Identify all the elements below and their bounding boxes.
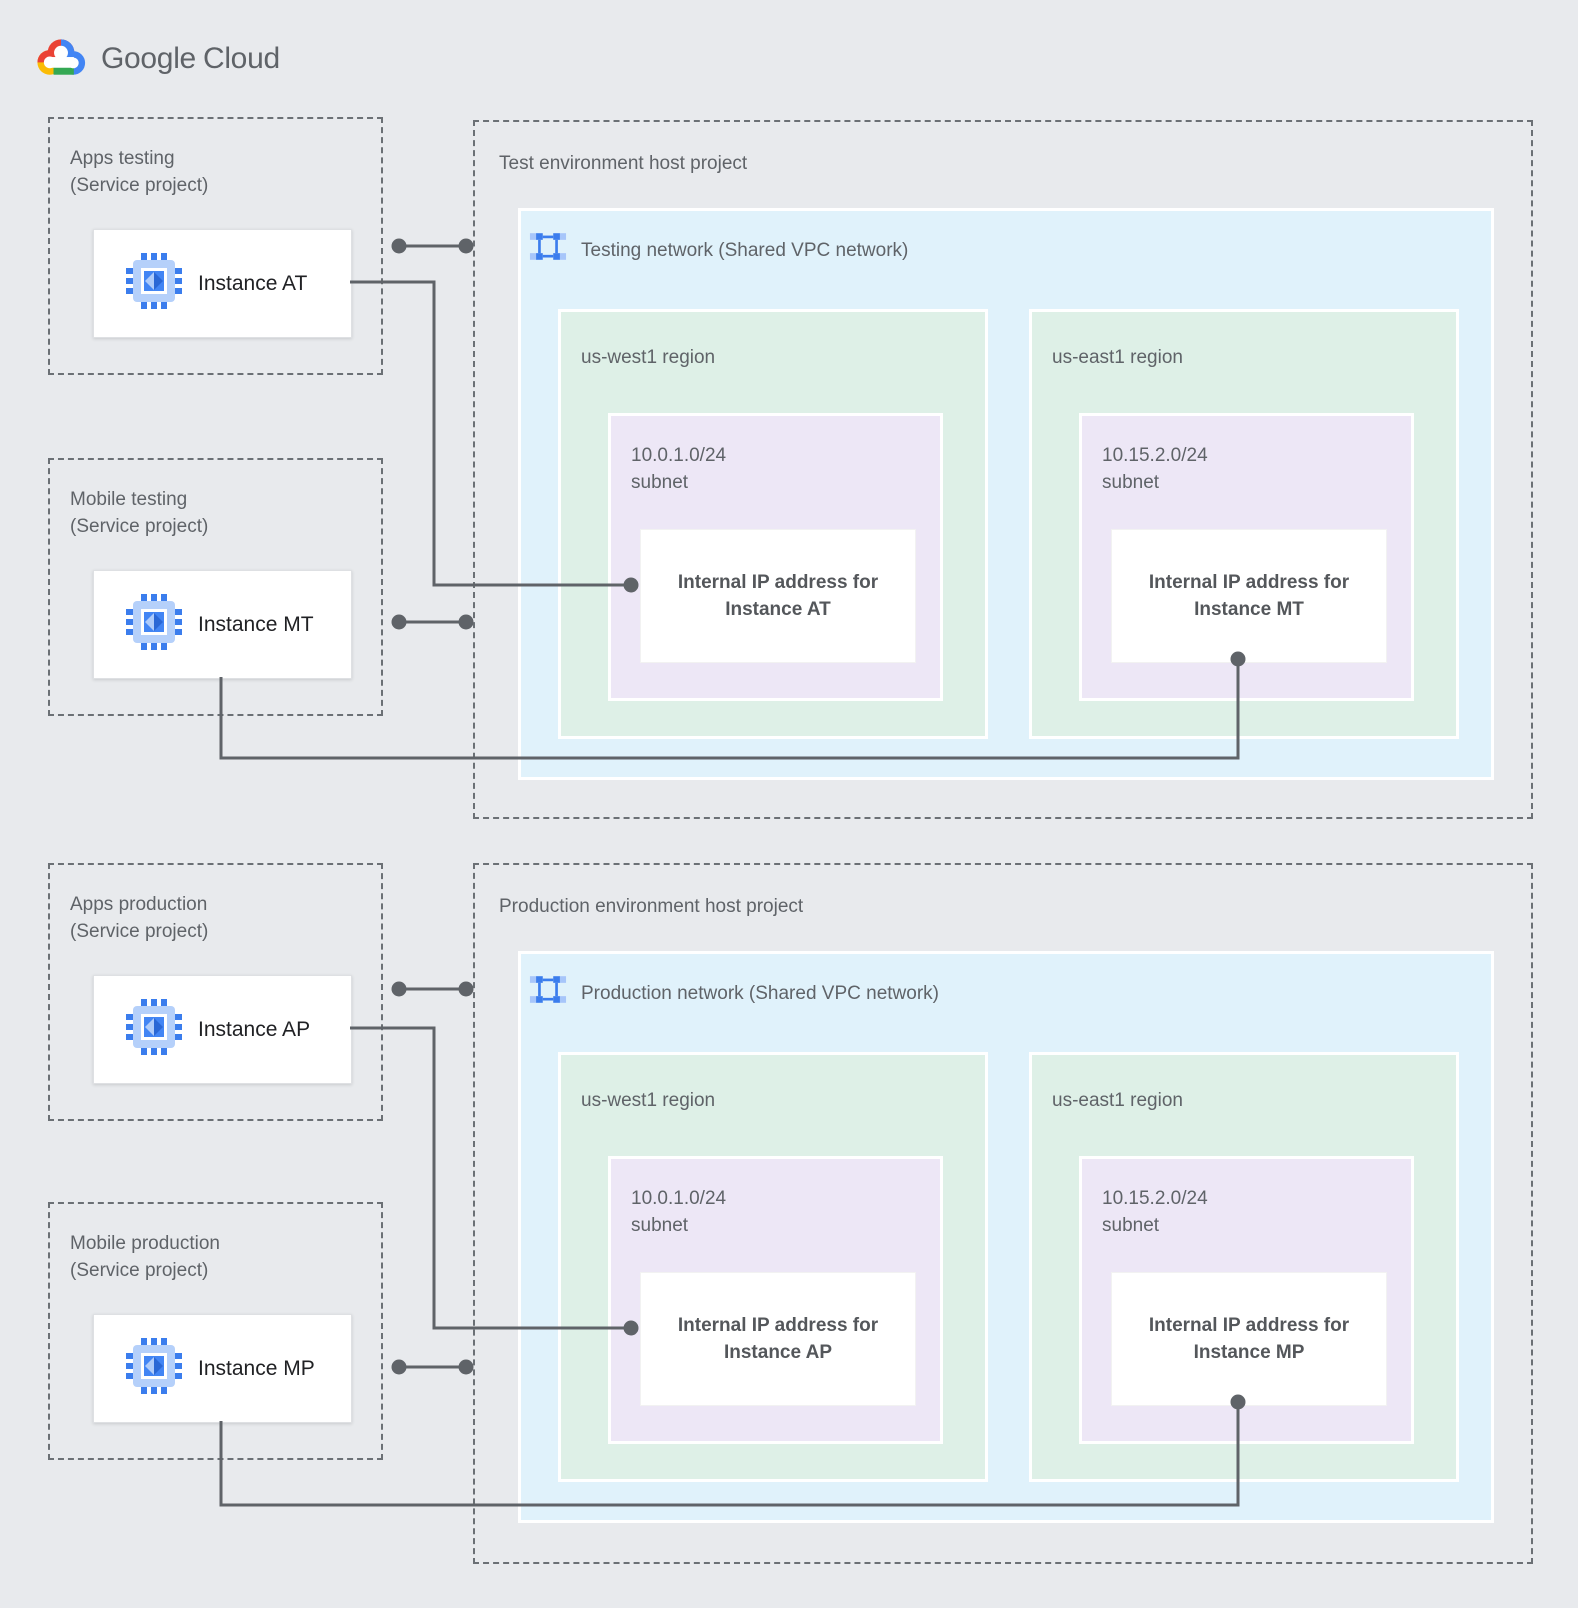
instance-card-at: Instance AT [93,229,352,338]
ip-card-line1: Internal IP address for [1148,1315,1350,1336]
compute-engine-icon [126,999,182,1060]
subnet-word: subnet [631,1215,689,1236]
service-project-name: Apps testing [70,148,175,169]
service-project-name: Mobile testing [70,489,188,510]
region-label: us-west1 region [581,347,716,368]
service-project-box-mobile-testing: Mobile testing (Service project) Instanc… [48,458,383,716]
instance-label: Instance MT [198,612,314,636]
vpc-network-box-testing: Testing network (Shared VPC network) us-… [518,208,1494,780]
connector-endpoint-dot [458,1359,474,1375]
subnet-word: subnet [1102,472,1160,493]
vpc-network-label: Production network (Shared VPC network) [581,983,939,1004]
vpc-network-icon [529,230,567,268]
region-label: us-east1 region [1052,347,1183,368]
ip-card-line2: Instance AT [725,599,831,620]
ip-card-line1: Internal IP address for [1148,572,1350,593]
subnet-label: 10.15.2.0/24 subnet [1102,1185,1208,1239]
subnet-word: subnet [1102,1215,1160,1236]
google-cloud-icon [33,34,89,84]
region-box-us-west1: us-west1 region 10.0.1.0/24 subnet Inter… [558,1052,988,1482]
service-project-title: Mobile testing (Service project) [70,486,208,540]
service-project-type: (Service project) [70,175,209,196]
compute-engine-icon [126,1338,182,1399]
logo-brand: Google [101,42,196,75]
subnet-cidr: 10.0.1.0/24 [631,445,727,466]
internal-ip-card-at: Internal IP address for Instance AT [640,529,916,663]
host-project-title: Test environment host project [499,153,748,174]
ip-card-line1: Internal IP address for [677,572,879,593]
subnet-box: 10.15.2.0/24 subnet Internal IP address … [1079,413,1414,701]
subnet-box: 10.0.1.0/24 subnet Internal IP address f… [608,413,943,701]
host-project-box-test: Test environment host project Testing ne… [473,120,1533,819]
subnet-box: 10.15.2.0/24 subnet Internal IP address … [1079,1156,1414,1444]
service-project-name: Mobile production [70,1233,220,1254]
internal-ip-card-mt: Internal IP address for Instance MT [1111,529,1387,663]
vpc-network-icon [529,973,567,1011]
service-project-box-mobile-production: Mobile production (Service project) Inst… [48,1202,383,1460]
region-label: us-west1 region [581,1090,716,1111]
subnet-label: 10.15.2.0/24 subnet [1102,442,1208,496]
instance-label: Instance AT [198,271,308,295]
subnet-box: 10.0.1.0/24 subnet Internal IP address f… [608,1156,943,1444]
region-box-us-east1: us-east1 region 10.15.2.0/24 subnet Inte… [1029,309,1459,739]
connector-endpoint-dot [458,614,474,630]
vpc-network-label: Testing network (Shared VPC network) [581,240,909,261]
subnet-label: 10.0.1.0/24 subnet [631,1185,726,1239]
host-project-box-production: Production environment host project Prod… [473,863,1533,1564]
subnet-label: 10.0.1.0/24 subnet [631,442,726,496]
instance-label: Instance MP [198,1356,315,1380]
compute-engine-icon [126,253,182,314]
host-project-title: Production environment host project [499,896,804,917]
connector-endpoint-dot [458,981,474,997]
logo-product: Cloud [202,42,280,75]
subnet-word: subnet [631,472,689,493]
region-box-us-west1: us-west1 region 10.0.1.0/24 subnet Inter… [558,309,988,739]
compute-engine-icon [126,594,182,655]
instance-card-mp: Instance MP [93,1314,352,1423]
vpc-network-box-production: Production network (Shared VPC network) … [518,951,1494,1523]
service-project-type: (Service project) [70,516,209,537]
ip-card-line2: Instance MP [1193,1342,1305,1363]
region-box-us-east1: us-east1 region 10.15.2.0/24 subnet Inte… [1029,1052,1459,1482]
connector-endpoint-dot [458,238,474,254]
internal-ip-card-mp: Internal IP address for Instance MP [1111,1272,1387,1406]
region-label: us-east1 region [1052,1090,1183,1111]
service-project-box-apps-production: Apps production (Service project) Instan… [48,863,383,1121]
instance-card-mt: Instance MT [93,570,352,679]
subnet-cidr: 10.15.2.0/24 [1102,1188,1208,1209]
ip-card-line1: Internal IP address for [677,1315,879,1336]
service-project-title: Apps testing (Service project) [70,145,208,199]
connector-endpoint-dot [391,614,407,630]
connector-endpoint-dot [391,981,407,997]
connector-endpoint-dot [391,1359,407,1375]
service-project-type: (Service project) [70,1260,209,1281]
service-project-name: Apps production [70,894,208,915]
service-project-title: Apps production (Service project) [70,891,208,945]
subnet-cidr: 10.15.2.0/24 [1102,445,1208,466]
instance-label: Instance AP [198,1017,311,1041]
internal-ip-card-ap: Internal IP address for Instance AP [640,1272,916,1406]
ip-card-line2: Instance AP [723,1342,833,1363]
connector-endpoint-dot [391,238,407,254]
service-project-box-apps-testing: Apps testing (Service project) Instance … [48,117,383,375]
instance-card-ap: Instance AP [93,975,352,1084]
service-project-title: Mobile production (Service project) [70,1230,220,1284]
service-project-type: (Service project) [70,921,209,942]
subnet-cidr: 10.0.1.0/24 [631,1188,727,1209]
ip-card-line2: Instance MT [1194,599,1304,620]
